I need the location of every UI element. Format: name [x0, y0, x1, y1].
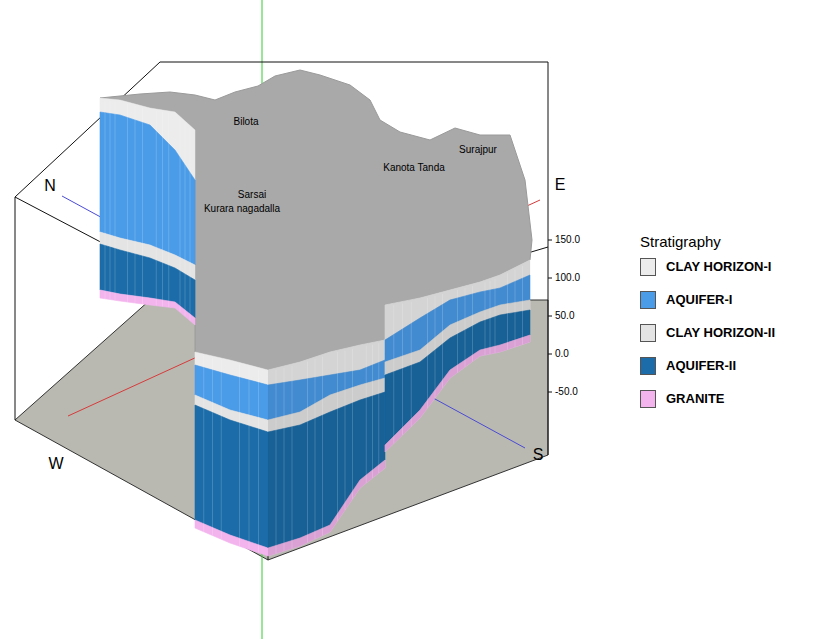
column-striation	[457, 290, 458, 373]
column-striation	[162, 112, 163, 307]
scale-tick	[548, 354, 552, 355]
column-striation	[393, 305, 394, 443]
direction-label: N	[44, 177, 56, 195]
column-striation	[465, 288, 466, 367]
scale-tick	[548, 240, 552, 241]
column-striation	[490, 281, 491, 355]
elevation-tick-label: -50.0	[555, 386, 578, 398]
column-striation	[337, 352, 338, 521]
column-striation	[284, 368, 285, 551]
strata-layer	[100, 290, 195, 325]
legend-text: CLAY HORIZON-II	[666, 325, 775, 340]
column-striation	[442, 294, 443, 388]
scale-tick	[548, 392, 552, 393]
scale-tick	[548, 278, 552, 279]
strata-face	[100, 98, 195, 325]
scale-ticks	[548, 240, 552, 392]
face-shade	[385, 260, 530, 452]
place-label: Surajpur	[459, 144, 497, 156]
strata-face	[385, 260, 530, 452]
elevation-tick-label: 100.0	[555, 272, 580, 284]
legend-swatch	[640, 357, 656, 375]
place-label: Kanota Tanda	[383, 162, 445, 174]
column-striation	[345, 351, 346, 511]
column-striation	[307, 362, 308, 543]
direction-label: S	[533, 446, 544, 464]
column-striation	[203, 356, 204, 532]
column-striation	[427, 298, 428, 408]
legend-swatch	[640, 324, 656, 342]
column-striation	[168, 113, 169, 307]
direction-label: E	[555, 176, 566, 194]
column-striation	[352, 349, 353, 499]
column-striation	[366, 346, 367, 483]
frame-box	[15, 62, 548, 560]
column-striation	[185, 123, 186, 317]
scale-tick	[548, 316, 552, 317]
column-striation	[402, 304, 403, 436]
elevation-tick-label: 150.0	[555, 234, 580, 246]
strata-layer	[195, 520, 268, 556]
face-shade	[268, 340, 385, 556]
legend-text: AQUIFER-II	[666, 358, 736, 373]
legend-swatch	[640, 291, 656, 309]
place-label: Bilota	[233, 116, 258, 128]
column-striation	[239, 365, 240, 547]
column-striation	[221, 360, 222, 539]
column-striation	[411, 302, 412, 427]
direction-label: W	[48, 455, 63, 473]
column-striation	[378, 343, 379, 473]
column-striation	[515, 270, 516, 348]
place-label: Sarsai	[238, 189, 266, 201]
legend-heading: Stratigraphy	[640, 233, 721, 250]
strata-block	[100, 98, 530, 556]
column-striation	[212, 358, 213, 536]
column-striation	[258, 370, 259, 553]
column-striation	[522, 266, 523, 345]
legend-swatch	[640, 258, 656, 276]
column-striation	[115, 102, 116, 301]
column-striation	[276, 370, 277, 554]
column-striation	[127, 104, 128, 302]
column-striation	[435, 296, 436, 398]
column-striation	[507, 273, 508, 349]
column-striation	[472, 286, 473, 362]
frame-edge	[548, 62, 549, 455]
column-striation	[292, 366, 293, 549]
column-striation	[485, 282, 486, 355]
strata-face	[268, 340, 385, 556]
frame-edge	[15, 197, 16, 420]
legend-text: AQUIFER-I	[666, 292, 732, 307]
column-striation	[156, 111, 157, 306]
column-striation	[372, 345, 373, 479]
legend-swatch	[640, 390, 656, 408]
column-striation	[110, 101, 111, 300]
column-striation	[142, 108, 143, 304]
column-striation	[135, 106, 136, 303]
column-striation	[495, 279, 496, 353]
place-label: Kurara nagadalla	[204, 203, 280, 215]
frame-edge	[160, 62, 548, 63]
elevation-tick-label: 0.0	[555, 348, 569, 360]
legend-text: CLAY HORIZON-I	[666, 259, 771, 274]
column-striation	[315, 359, 316, 539]
column-striation	[180, 119, 181, 313]
column-striation	[190, 128, 191, 321]
column-striation	[105, 101, 106, 299]
column-striation	[322, 357, 323, 536]
strata-face	[195, 352, 268, 556]
column-striation	[249, 367, 250, 550]
elevation-tick-label: 50.0	[555, 310, 574, 322]
legend-text: GRANITE	[666, 391, 725, 406]
